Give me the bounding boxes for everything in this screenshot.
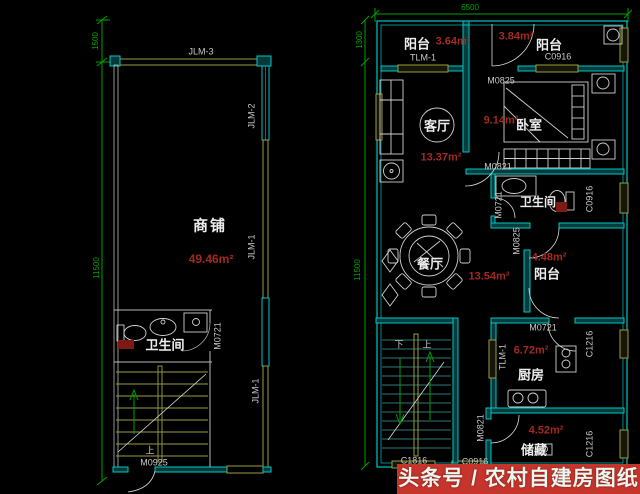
red-area-smudge <box>118 340 134 349</box>
room-label-dining: 餐厅 <box>416 256 444 272</box>
door-label-m0825-top: M0825 <box>487 75 515 86</box>
area-label-storage: 4.52m² <box>528 424 564 437</box>
left-bath-fixtures <box>116 312 208 342</box>
room-label-shop: 商铺 <box>192 217 228 235</box>
room-label-balcony3: 阳台 <box>533 266 561 282</box>
room-label-bath-left: 卫生间 <box>145 337 185 353</box>
room-label-bath-right: 卫生间 <box>519 195 557 209</box>
stair-up-label-left: 上 <box>145 445 155 456</box>
dim-label-right-offset: 1300 <box>355 31 364 49</box>
door-label-m0721-left: M0721 <box>212 322 223 350</box>
room-label-storage: 储藏 <box>520 442 548 458</box>
room-label-living: 客厅 <box>423 118 451 134</box>
area-label-dining: 13.54m² <box>468 270 510 283</box>
left-interior-walls <box>114 309 212 467</box>
area-label-kitchen: 6.72m² <box>513 344 549 357</box>
dim-label-left-offset: 1500 <box>91 32 100 50</box>
door-label-m0721-bath: M0721 <box>493 191 504 219</box>
door-label-jlm1-lower: JLM-1 <box>250 378 261 404</box>
red-area-smudge-2 <box>556 202 567 212</box>
window-label-c1216-storage: C1216 <box>584 430 595 458</box>
window-label-c0916-bath: C0916 <box>584 185 595 213</box>
door-label-m0825-hall: M0825 <box>511 227 522 255</box>
door-label-m0821-living: M0821 <box>484 161 512 172</box>
stair-center-rail <box>413 333 419 457</box>
area-label-balcony2: 3.84m² <box>498 30 534 43</box>
door-label-jlm2: JLM-2 <box>246 103 257 129</box>
area-label-bedroom: 9.14m² <box>483 114 519 127</box>
area-label-shop: 49.46m² <box>188 252 234 266</box>
door-label-m0925: M0925 <box>140 457 168 468</box>
right-furniture <box>379 25 623 456</box>
left-outer-walls <box>109 55 272 493</box>
left-stairs <box>116 365 208 463</box>
left-plan-geometry <box>96 15 272 493</box>
dim-label-left-total: 11500 <box>92 257 101 279</box>
room-label-bedroom: 卧室 <box>515 117 543 133</box>
door-label-tlm1-balcony: TLM-1 <box>409 52 437 63</box>
left-dimension-lines <box>96 15 110 486</box>
left-stair-arrow <box>129 388 139 434</box>
room-label-balcony2: 阳台 <box>535 37 563 53</box>
dim-label-right-total: 11500 <box>353 259 362 281</box>
right-doors <box>464 23 577 444</box>
right-stair-arrows <box>395 350 435 426</box>
right-plan-geometry <box>360 8 633 471</box>
right-interior-windows <box>397 64 579 379</box>
right-stairs <box>382 339 451 449</box>
door-label-jlm1-mid: JLM-1 <box>246 234 257 260</box>
window-label-c0916-balcony: C0916 <box>544 51 572 62</box>
stair-break-line-2 <box>387 361 445 441</box>
window-label-c1216-kitchen: C1216 <box>584 330 595 358</box>
window-label-c1816: C1816 <box>400 455 428 466</box>
stair-break-line <box>117 373 207 453</box>
right-dimension-lines <box>360 8 633 471</box>
window-label-c0916-bottom: C0916 <box>461 456 489 467</box>
stair-up-label-right: 上 <box>422 339 432 350</box>
area-label-balcony3: 4.48m² <box>531 251 567 264</box>
right-interior-walls <box>375 20 625 468</box>
door-label-m0721-kitchen: M0721 <box>529 322 557 333</box>
door-label-m0821-storage: M0821 <box>475 414 486 442</box>
room-label-kitchen: 厨房 <box>517 367 545 383</box>
area-label-living: 13.37m² <box>420 151 462 164</box>
stair-down-label: 下 <box>394 339 404 350</box>
dim-label-right-width: 6500 <box>461 3 479 12</box>
room-label-balcony1: 阳台 <box>403 36 431 52</box>
watermark-banner: 头条号 / 农村自建房图纸 <box>397 464 640 494</box>
door-label-jlm3: JLM-3 <box>188 46 214 57</box>
area-label-balcony1: 3.64m² <box>435 35 471 48</box>
door-label-tlm1-kitchen: TLM-1 <box>497 343 508 371</box>
